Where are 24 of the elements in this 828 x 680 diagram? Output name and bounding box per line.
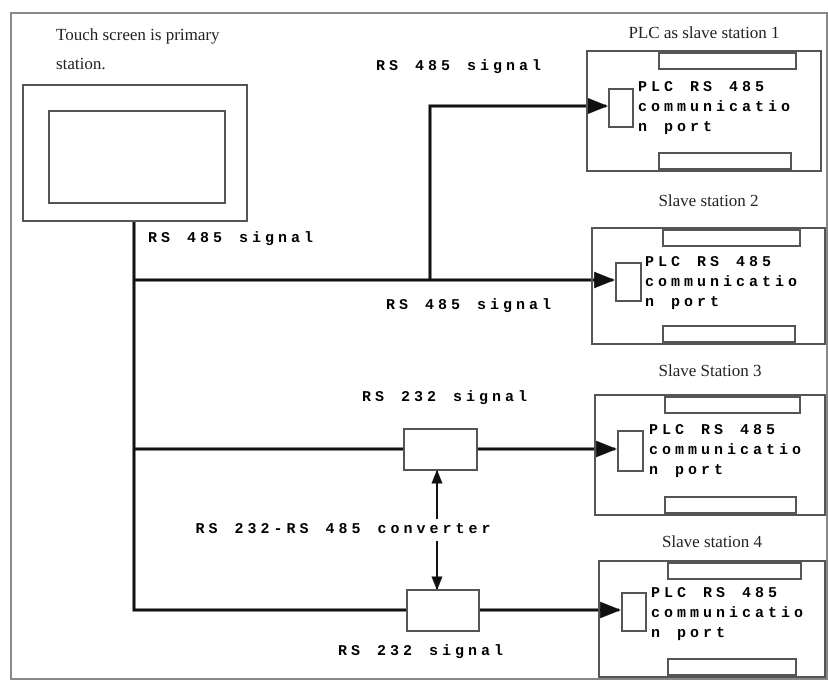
signal-label: RS 232 signal bbox=[362, 388, 532, 408]
port-box bbox=[617, 430, 644, 472]
converter-box bbox=[403, 428, 478, 471]
signal-label: RS 485 signal bbox=[148, 229, 318, 249]
port-label: PLC RS 485 communicatio n port bbox=[638, 78, 796, 138]
connector bbox=[480, 602, 622, 618]
port-label: PLC RS 485 communicatio n port bbox=[651, 584, 808, 644]
signal-label: RS 232 signal bbox=[338, 642, 508, 662]
port-label: PLC RS 485 communicatio n port bbox=[645, 253, 802, 313]
connector bbox=[132, 222, 406, 612]
port-box bbox=[621, 592, 647, 632]
connector bbox=[478, 440, 618, 458]
station-heading: Touch screen is primary station. bbox=[56, 24, 221, 75]
port-box bbox=[608, 88, 634, 128]
converter-box bbox=[406, 589, 480, 632]
station-heading: Slave station 2 bbox=[658, 190, 759, 212]
station-heading: Slave station 4 bbox=[662, 531, 762, 553]
port-box bbox=[615, 262, 642, 302]
station-heading: PLC as slave station 1 bbox=[628, 22, 780, 44]
port-label: PLC RS 485 communicatio n port bbox=[649, 421, 806, 481]
leader-arrow bbox=[431, 470, 443, 519]
screen-display-box bbox=[48, 110, 226, 204]
leader-arrow bbox=[431, 541, 443, 590]
station-heading: Slave Station 3 bbox=[658, 360, 762, 382]
